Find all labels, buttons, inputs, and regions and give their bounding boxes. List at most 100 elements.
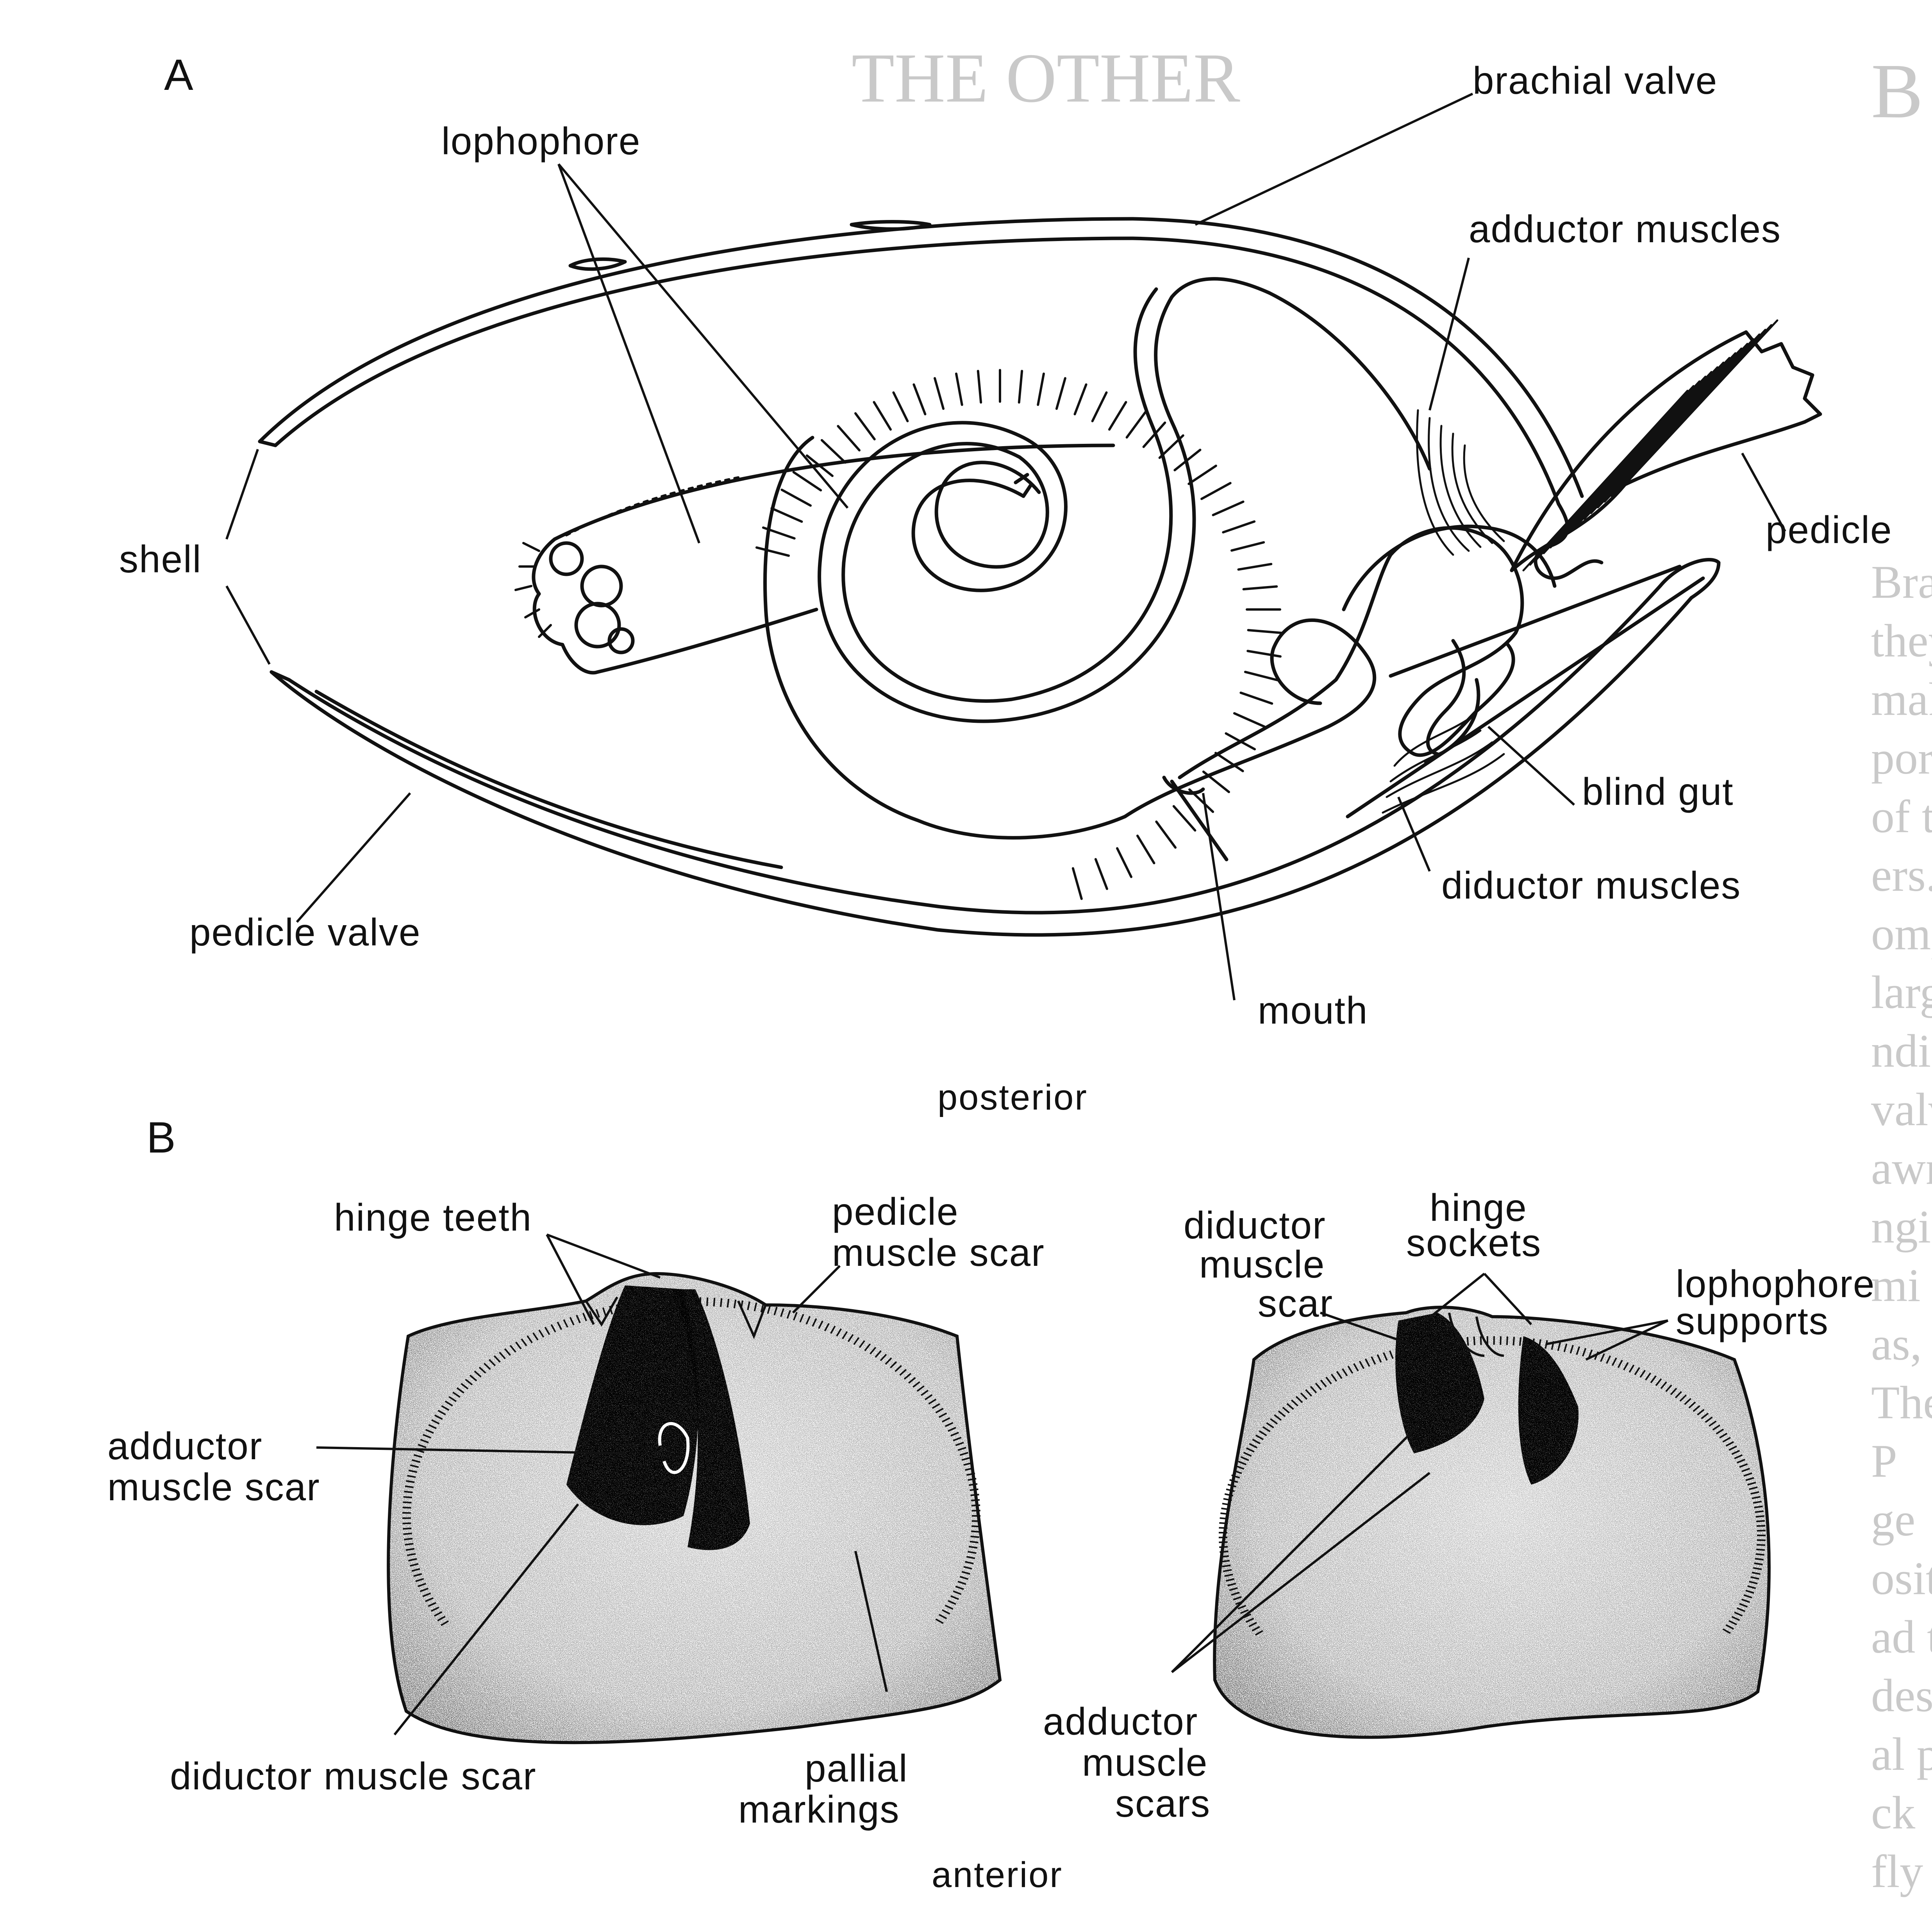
rim-tick [1756,1516,1764,1517]
pedicle-fibre [1591,344,1747,513]
lophophore-rib [1232,542,1264,550]
label-pedicle-muscle-scar-line2: muscle scar [832,1231,1045,1274]
lophophore-rib [757,547,789,556]
bleed-margin-fragment: of the [1871,790,1932,842]
lophophore-rib [855,413,875,439]
body-gut-shape [1125,526,1555,860]
label-pedicle-valve: pedicle valve [189,911,421,954]
rim-tick [402,1523,411,1524]
label-adductor-muscle-scar-line1: adductor [107,1424,262,1467]
lophophore-rib [794,472,821,490]
label-posterior: posterior [937,1078,1088,1117]
pedicle-fibre [1598,339,1753,508]
bleed-margin-fragment: Brac [1871,556,1932,608]
lophophore-shape [820,279,1430,721]
bleed-margin-fragment: fly [1871,1845,1923,1897]
label-hinge-teeth: hinge teeth [334,1196,532,1239]
rim-tick [971,1531,980,1532]
label-shell: shell [119,538,202,581]
label-lophophore-supports-line1: lophophore [1676,1262,1875,1305]
rim-tick [971,1494,979,1495]
lophophore-rib [1239,564,1271,570]
bleed-margin-fragment: ers. F [1871,849,1932,901]
rim-tick [672,1297,673,1306]
rim-tick [971,1536,979,1537]
panel-a-longitudinal-section [260,219,1820,935]
label-diductor-scar-right-line1: diductor [1184,1204,1326,1247]
pedicle-fibre [1625,320,1777,484]
label-adductor-scars-line1: adductor [1043,1700,1198,1743]
right-valve-interior [1211,1289,1797,1778]
rim-tick [403,1528,411,1529]
pedicle-fibre [1571,358,1729,530]
bleed-margin-fragment: ngi [1871,1201,1931,1253]
bleed-margin-fragment: ad t [1871,1611,1932,1663]
left-valve-interior [371,1250,1035,1778]
label-pallial-markings-line1: pallial [805,1747,908,1790]
brachial-valve-shape [260,219,1582,504]
lophophore-rib [1213,502,1243,515]
rim-tick [970,1542,978,1543]
rim-tick [1755,1558,1764,1560]
bleed-margin-fragment: des [1871,1669,1932,1721]
lophophore-rib [782,490,811,506]
lophophore-rib [1137,836,1154,863]
rim-tick [1756,1549,1765,1550]
lophophore-rib [1127,411,1146,437]
lophophore-rib [1202,483,1230,499]
bleed-margin-fragment: P [1871,1435,1897,1487]
lophophore-rib [1160,436,1183,458]
rim-tick [665,1298,666,1306]
label-diductor-scar-right-line3: scar [1258,1282,1333,1325]
label-pedicle: pedicle [1766,508,1893,551]
lophophore-rib [1245,672,1277,680]
rim-tick [1756,1554,1764,1555]
lophophore-rib [1019,371,1022,402]
lophophore-rib [1156,822,1175,847]
lophophore-rib [935,378,943,409]
label-diductor-muscle-scar: diductor muscle scar [170,1755,537,1798]
bleed-margin-fragment: valv [1871,1083,1932,1135]
lophophore-rib [1075,384,1086,414]
rim-tick [1220,1551,1228,1552]
pedicle-fibres [1523,320,1777,570]
bleed-margin-fragment: mi [1871,1259,1921,1311]
rim-tick [1520,1337,1521,1346]
rim-tick [1756,1521,1765,1522]
lophophore-rib-outer [765,438,1125,838]
bleed-margin-fragment: The b [1871,1376,1932,1428]
lophophore-rib [1244,586,1277,589]
lophophore-rib [1117,848,1131,877]
rim-tick [404,1497,412,1498]
lophophore-rib [822,440,845,463]
label-diductor-muscles: diductor muscles [1441,864,1741,907]
rim-tick [403,1502,411,1503]
lophophore-rib [914,384,925,414]
rim-tick [971,1500,980,1501]
lophophore-rib [838,426,859,450]
rim-tick [972,1510,980,1511]
lophophore-ribs [757,370,1281,899]
pedicle-fibre [1557,367,1718,542]
label-adductor-muscles: adductor muscles [1469,207,1781,250]
bleed-margin-fragment: make [1871,673,1932,725]
bleed-margin-fragment: awn [1871,1142,1932,1194]
lophophore-rib [1057,378,1065,409]
lophophore-rib [893,393,907,421]
bleed-margin-fragment: ported [1871,732,1932,784]
rim-tick [1513,1337,1514,1346]
bleed-margin-fragment: al p [1871,1728,1932,1780]
lophophore-rib [771,508,802,522]
bleed-margin-fragment: large [1871,966,1932,1018]
pedicle-fibre [1605,334,1759,502]
rim-tick [1755,1511,1764,1512]
lophophore-rib [1248,630,1282,633]
rim-tick [1500,1336,1501,1345]
bleed-margin-fragment: osit [1871,1552,1932,1604]
rim-tick [1220,1556,1229,1557]
bleed-margin-fragment: they [1871,615,1932,667]
lophophore-rib [1234,713,1264,727]
bleed-margin-letter: B [1871,48,1923,134]
